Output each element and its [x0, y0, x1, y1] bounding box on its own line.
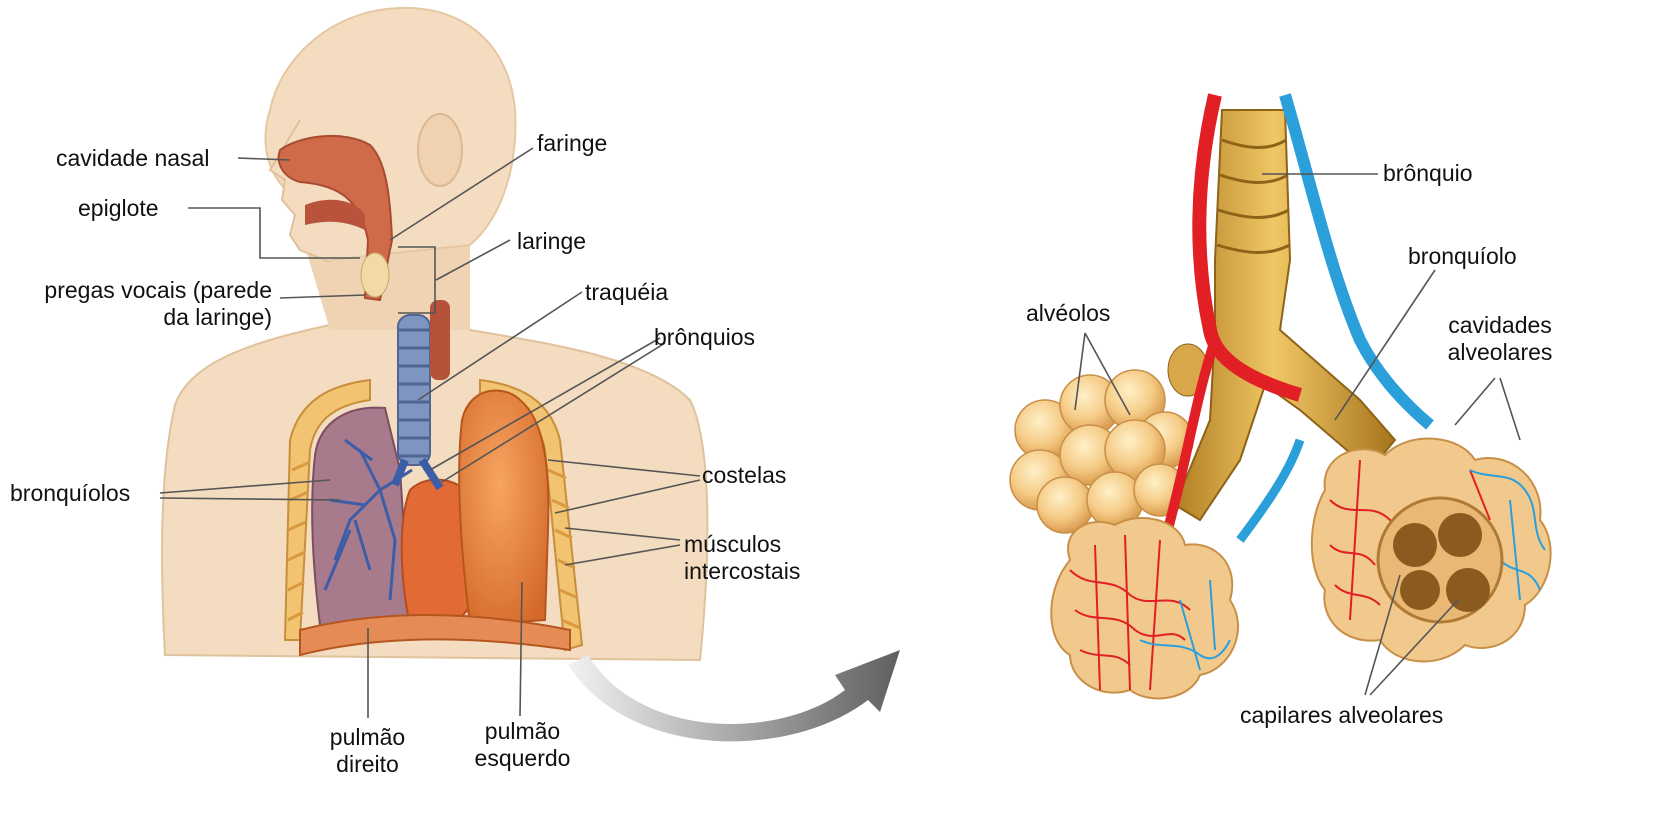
ear: [418, 114, 462, 186]
left-lung: [459, 390, 548, 625]
label-capilares-alveolares: capilares alveolares: [1240, 702, 1443, 729]
label-musculos-intercostais: músculos intercostais: [684, 531, 800, 585]
label-costelas: costelas: [702, 462, 786, 489]
esophagus: [430, 300, 450, 380]
label-pulmao-direito-line1: pulmão: [305, 724, 430, 751]
trachea: [398, 315, 430, 465]
label-musculos-line2: intercostais: [684, 558, 800, 585]
label-bronquiolo: bronquíolo: [1408, 243, 1517, 270]
label-pulmao-direito-line2: direito: [305, 751, 430, 778]
label-bronquio: brônquio: [1383, 160, 1473, 187]
label-pregas-vocais: pregas vocais (parede da laringe): [10, 277, 272, 331]
curved-arrow: [568, 650, 900, 741]
label-pregas-vocais-line2: da laringe): [10, 304, 272, 331]
label-epiglote: epiglote: [78, 195, 159, 222]
alveolar-sac-left: [1051, 518, 1238, 698]
label-pulmao-direito: pulmão direito: [305, 724, 430, 778]
label-bronquios: brônquios: [654, 324, 755, 351]
alveoli-cluster: [1010, 370, 1193, 533]
label-musculos-line1: músculos: [684, 531, 800, 558]
label-pregas-vocais-line1: pregas vocais (parede: [10, 277, 272, 304]
label-pulmao-esquerdo: pulmão esquerdo: [460, 718, 585, 772]
label-traqueia: traquéia: [585, 279, 668, 306]
label-pulmao-esquerdo-line1: pulmão: [460, 718, 585, 745]
label-cavidades-alveolares: cavidades alveolares: [1430, 312, 1570, 366]
label-cavidades-line2: alveolares: [1430, 339, 1570, 366]
label-alveolos: alvéolos: [1026, 300, 1110, 327]
label-bronquiolos: bronquíolos: [10, 480, 130, 507]
label-faringe: faringe: [537, 130, 607, 157]
larynx: [361, 253, 389, 297]
label-cavidade-nasal: cavidade nasal: [56, 145, 209, 172]
human-torso: [162, 8, 707, 660]
alveolar-cavities: [1378, 498, 1502, 622]
label-cavidades-line1: cavidades: [1430, 312, 1570, 339]
label-pulmao-esquerdo-line2: esquerdo: [460, 745, 585, 772]
label-laringe: laringe: [517, 228, 586, 255]
